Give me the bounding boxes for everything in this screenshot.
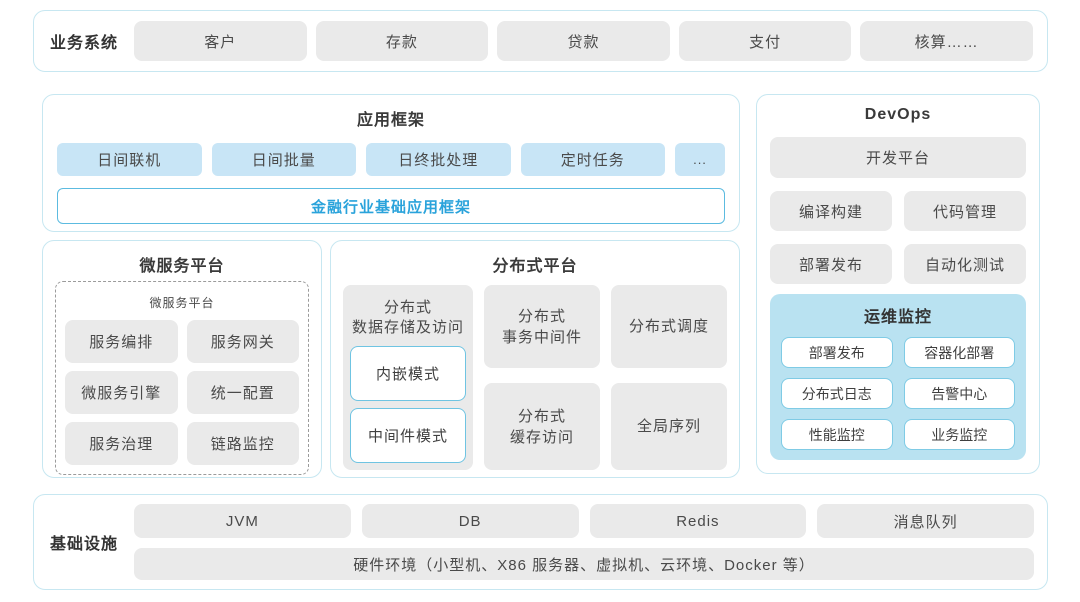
devops-row-2: 部署发布 自动化测试 [770,244,1026,284]
af-pill-more: ... [675,143,725,176]
business-pill-accounting: 核算…… [860,21,1033,61]
distributed-col-3: 分布式调度 全局序列 [611,285,727,470]
af-pill-scheduled-tasks: 定时任务 [520,143,665,176]
devops-pill-deploy: 部署发布 [770,244,892,284]
microservice-title: 微服务平台 [139,258,225,275]
dist-storage-box: 分布式 数据存储及访问 内嵌模式 中间件模式 [343,285,473,470]
devops-pill-build: 编译构建 [770,191,892,231]
af-pill-daytime-batch: 日间批量 [211,143,356,176]
infra-pill-jvm: JVM [134,504,351,538]
app-framework-row: 日间联机 日间批量 日终批处理 定时任务 ... [57,143,725,176]
microservice-dashed-box: 微服务平台 服务编排 服务网关 微服务引擎 统一配置 服务治理 链路监控 [55,281,309,475]
distributed-title: 分布式平台 [492,258,578,275]
devops-pill-code-mgmt: 代码管理 [904,191,1026,231]
ops-monitoring-grid: 部署发布 容器化部署 分布式日志 告警中心 性能监控 业务监控 [781,337,1015,450]
app-framework-title: 应用框架 [356,112,425,129]
infrastructure-row: JVM DB Redis 消息队列 [134,504,1034,538]
monitor-pill-dist-log: 分布式日志 [781,378,893,409]
monitor-pill-alert-center: 告警中心 [903,378,1015,409]
ms-pill-unified-config: 统一配置 [186,371,299,414]
ops-monitoring-box: 运维监控 部署发布 容器化部署 分布式日志 告警中心 性能监控 业务监控 [770,294,1026,460]
dist-cell-cache-access: 分布式 缓存访问 [484,383,600,470]
business-pill-customer: 客户 [134,21,307,61]
microservice-grid: 服务编排 服务网关 微服务引擎 统一配置 服务治理 链路监控 [65,320,299,465]
business-systems-row: 客户 存款 贷款 支付 核算…… [134,21,1033,61]
infra-hardware-env: 硬件环境（小型机、X86 服务器、虚拟机、云环境、Docker 等） [134,548,1034,580]
microservice-inner-title: 微服务平台 [149,296,215,310]
ms-pill-gateway: 服务网关 [186,320,299,363]
ops-monitoring-title: 运维监控 [863,309,932,326]
monitor-pill-biz-monitor: 业务监控 [903,419,1015,450]
ms-pill-trace-monitor: 链路监控 [186,422,299,465]
infra-pill-mq: 消息队列 [817,504,1034,538]
business-pill-deposit: 存款 [315,21,489,61]
base-framework-box: 金融行业基础应用框架 [57,188,725,224]
devops-panel: DevOps 开发平台 编译构建 代码管理 部署发布 自动化测试 运维监控 部署… [756,94,1040,474]
ms-pill-engine: 微服务引擎 [65,371,178,414]
infrastructure-content: JVM DB Redis 消息队列 硬件环境（小型机、X86 服务器、虚拟机、云… [134,504,1034,580]
infra-pill-redis: Redis [589,504,807,538]
business-systems-panel: 业务系统 客户 存款 贷款 支付 核算…… [33,10,1048,72]
distributed-col-2: 分布式 事务中间件 分布式 缓存访问 [484,285,600,470]
business-systems-label: 业务系统 [49,35,118,52]
dist-cell-transaction-mw: 分布式 事务中间件 [484,285,600,368]
infrastructure-panel: 基础设施 JVM DB Redis 消息队列 硬件环境（小型机、X86 服务器、… [33,494,1048,590]
infra-pill-db: DB [361,504,579,538]
monitor-pill-container-deploy: 容器化部署 [903,337,1015,368]
monitor-pill-deploy: 部署发布 [781,337,893,368]
ms-pill-orchestration: 服务编排 [65,320,178,363]
dist-cell-global-sequence: 全局序列 [611,383,727,470]
app-framework-panel: 应用框架 日间联机 日间批量 日终批处理 定时任务 ... 金融行业基础应用框架 [42,94,740,232]
devops-title: DevOps [864,106,932,123]
dist-storage-label: 分布式 数据存储及访问 [351,299,464,337]
devops-row-1: 编译构建 代码管理 [770,191,1026,231]
devops-pill-auto-test: 自动化测试 [904,244,1026,284]
dist-mode-middleware: 中间件模式 [350,407,466,463]
dist-cell-scheduling: 分布式调度 [611,285,727,368]
business-pill-loan: 贷款 [497,21,670,61]
af-pill-eod-batch: 日终批处理 [366,143,511,176]
distributed-columns: 分布式 数据存储及访问 内嵌模式 中间件模式 分布式 事务中间件 分布式 缓存访… [343,285,727,470]
af-pill-daytime-online: 日间联机 [57,143,202,176]
infrastructure-label: 基础设施 [49,536,118,553]
distributed-panel: 分布式平台 分布式 数据存储及访问 内嵌模式 中间件模式 分布式 事务中间件 分… [330,240,740,478]
ms-pill-governance: 服务治理 [65,422,178,465]
monitor-pill-perf-monitor: 性能监控 [781,419,893,450]
business-pill-payment: 支付 [678,21,852,61]
microservice-panel: 微服务平台 微服务平台 服务编排 服务网关 微服务引擎 统一配置 服务治理 链路… [42,240,322,478]
dist-mode-embedded: 内嵌模式 [350,345,466,401]
devops-pill-dev-platform: 开发平台 [770,137,1026,178]
